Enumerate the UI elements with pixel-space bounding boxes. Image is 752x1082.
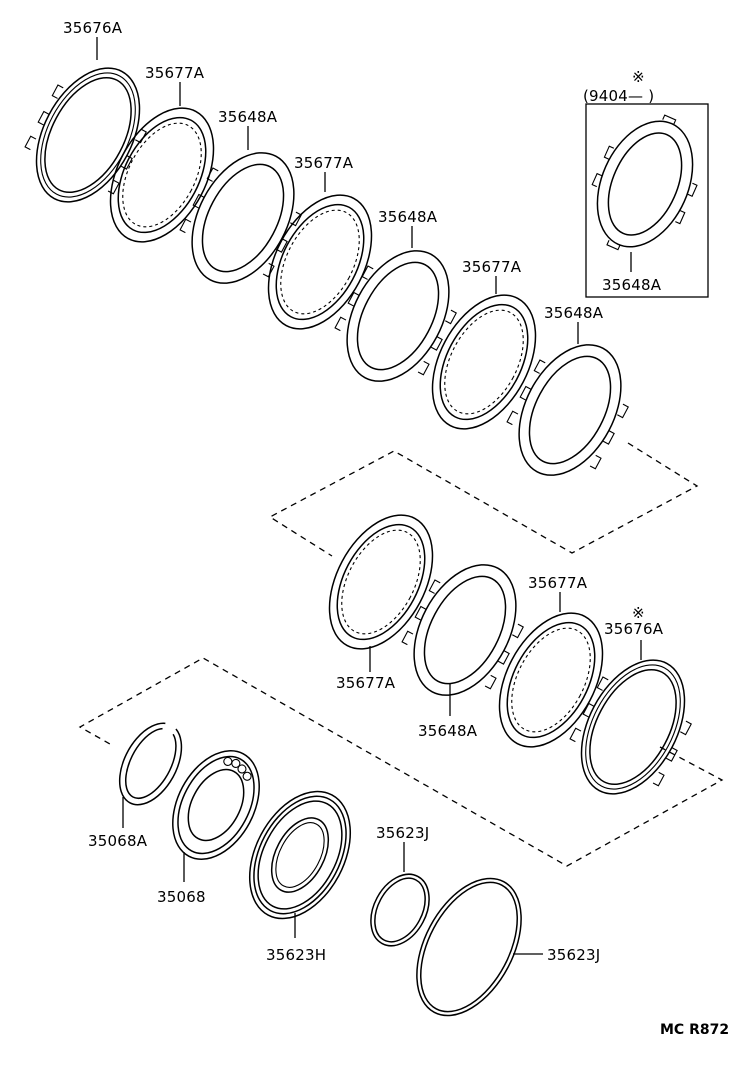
inset-date-range: (9404— ): [583, 87, 654, 105]
label-35648A-2: 35648A: [378, 208, 438, 226]
label-35623H: 35623H: [266, 946, 326, 964]
inset-part-label: 35648A: [602, 276, 662, 294]
label-35676A-mark: ※: [632, 604, 645, 622]
dashed-group-outline-upper: [268, 442, 699, 557]
part-35648A-plate-2: [334, 250, 457, 382]
part-35677A-disc-1: [109, 107, 215, 243]
label-35677A-1: 35677A: [145, 64, 205, 82]
label-35623J-small: 35623J: [376, 824, 429, 842]
label-35648A-4: 35648A: [418, 722, 478, 740]
part-35677A-disc-4: [328, 514, 434, 650]
inset-clutch-plate: [591, 114, 698, 251]
catalog-code: MC R872: [660, 1022, 729, 1038]
label-35676A-bottom: 35676A: [604, 620, 664, 638]
part-35677A-disc-5: [498, 612, 604, 748]
label-35677A-3: 35677A: [462, 258, 522, 276]
label-35068A: 35068A: [88, 832, 148, 850]
part-35068-retainer: [172, 750, 260, 860]
part-35676A-plate-2: [569, 659, 692, 795]
part-35623H-piston: [248, 790, 352, 920]
label-35677A-4: 35677A: [528, 574, 588, 592]
label-35676A-top: 35676A: [63, 19, 123, 37]
inset-box: [585, 103, 709, 298]
label-35677A-2: 35677A: [294, 154, 354, 172]
part-35068A-snap-ring: [118, 722, 183, 806]
inset-mark: ※: [632, 68, 645, 86]
part-35648A-plate-4: [401, 564, 524, 696]
label-35648A-1: 35648A: [218, 108, 278, 126]
part-35648A-plate-3: [506, 344, 629, 476]
label-35623J-large: 35623J: [547, 946, 600, 964]
part-35623J-large-oring: [416, 877, 522, 1017]
part-35623J-small-oring: [370, 873, 430, 947]
part-35676A-plate: [24, 67, 147, 203]
label-35648A-3: 35648A: [544, 304, 604, 322]
label-35068: 35068: [157, 888, 206, 906]
label-35677A-5: 35677A: [336, 674, 396, 692]
part-35677A-disc-2: [267, 194, 373, 330]
part-35677A-disc-3: [431, 294, 537, 430]
dashed-group-outline-lower: [78, 657, 724, 867]
